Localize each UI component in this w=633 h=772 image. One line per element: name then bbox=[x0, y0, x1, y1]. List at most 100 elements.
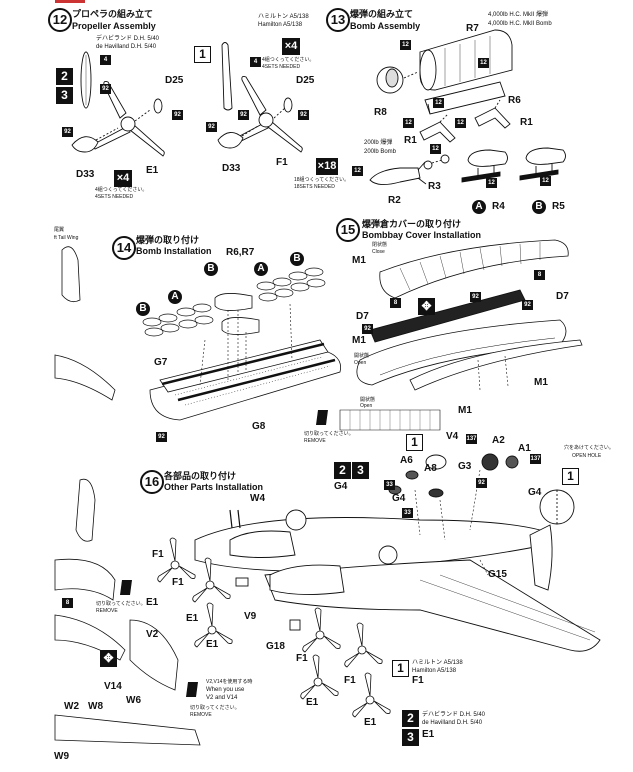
hamilton-caption-jp: ハミルトン A5/138 bbox=[258, 14, 309, 20]
v2v14-remove-en: REMOVE bbox=[190, 712, 212, 718]
cement-92-a: 92 bbox=[100, 84, 111, 94]
part-e1-d: E1 bbox=[306, 697, 319, 708]
hamilton-note-jp: ハミルトン A5/138 bbox=[412, 660, 463, 666]
bomb-bay-drawing bbox=[142, 267, 342, 421]
part-r1-a: R1 bbox=[404, 135, 417, 146]
bay-variant-b-1: B bbox=[204, 262, 218, 276]
cement-92-f: 92 bbox=[238, 110, 249, 120]
qty-18: ×18 bbox=[316, 158, 338, 175]
open-hole-en: OPEN HOLE bbox=[572, 453, 602, 459]
bomb-variant-a: A bbox=[472, 200, 486, 214]
part-m1-a: M1 bbox=[352, 255, 366, 266]
part-r4: R4 bbox=[492, 201, 505, 212]
tail-wing-en: ft Tail Wing bbox=[54, 235, 79, 241]
variant-1-marker: 1 bbox=[194, 46, 211, 63]
bay-cement-92: 92 bbox=[156, 432, 167, 442]
sets-18-en: 18SETS NEEDED bbox=[294, 184, 335, 190]
part-f1: F1 bbox=[276, 157, 288, 168]
cement-92-b: 92 bbox=[172, 110, 183, 120]
part-w2: W2 bbox=[64, 701, 79, 712]
sets-needed-jp: 4組つくってください。 bbox=[262, 57, 315, 63]
part-g3: G3 bbox=[458, 461, 472, 472]
part-a8: A8 bbox=[424, 463, 437, 474]
bomb-200-drawing bbox=[369, 147, 566, 185]
part-d33: D33 bbox=[76, 169, 95, 180]
dh-caption-jp: デハビランド D.H. 5/40 bbox=[96, 36, 160, 42]
part-a6: A6 bbox=[400, 455, 413, 466]
cement-92-e: 92 bbox=[298, 110, 309, 120]
cement-12-h: 12 bbox=[486, 178, 497, 188]
bay-variant-b-2: B bbox=[290, 252, 304, 266]
part-g15: G15 bbox=[488, 569, 507, 580]
cement-12-e: 12 bbox=[455, 118, 466, 128]
part-e1-e: E1 bbox=[364, 717, 377, 728]
step-12-title-jp: プロペラの組み立て bbox=[72, 9, 154, 19]
part-v2: V2 bbox=[146, 629, 159, 640]
step-13-number: 13 bbox=[326, 8, 350, 32]
step-12-number: 12 bbox=[48, 8, 72, 32]
part-v14: V14 bbox=[104, 681, 122, 692]
cement-137-b: 137 bbox=[530, 454, 541, 464]
step-15-number: 15 bbox=[336, 218, 360, 242]
step-15-title-en: Bombbay Cover Installation bbox=[362, 230, 482, 240]
part-f1-c: F1 bbox=[296, 653, 308, 664]
cut-icon-group bbox=[120, 410, 328, 697]
step-12-title-en: Propeller Assembly bbox=[72, 21, 156, 31]
part-e1: E1 bbox=[146, 165, 159, 176]
cement-12-f: 12 bbox=[352, 166, 363, 176]
cover-cement-92-a: 92 bbox=[470, 292, 481, 302]
part-r6-r7: R6,R7 bbox=[226, 247, 255, 258]
v2v14-note-jp: V2,V14を使用する時 bbox=[206, 679, 253, 685]
part-e1-b: E1 bbox=[186, 613, 199, 624]
step-14-title-jp: 爆弾の取り付け bbox=[136, 235, 200, 245]
dh-note-en: de Havilland D.H. 5/40 bbox=[422, 720, 483, 726]
left-arrows-marker: ✥ bbox=[100, 650, 117, 667]
cover-cement-92-b: 92 bbox=[522, 300, 533, 310]
cover-cement-8-a: 8 bbox=[534, 270, 545, 280]
bomb-4000-jp: 4,000lb H.C. MkII 爆弾 bbox=[488, 12, 549, 18]
closed-state-jp: 閉状態 bbox=[372, 242, 388, 248]
propeller-hamilton-drawing bbox=[217, 42, 303, 153]
step16-variant-3: 3 bbox=[352, 462, 369, 479]
open-state-small-en: Open bbox=[360, 403, 373, 409]
variant-2-marker: 2 bbox=[56, 68, 73, 85]
part-w4: W4 bbox=[250, 493, 265, 504]
qty-4-dh: ×4 bbox=[114, 170, 132, 187]
part-r8: R8 bbox=[374, 107, 387, 118]
part-g8: G8 bbox=[252, 421, 266, 432]
part-e1-a: E1 bbox=[146, 597, 159, 608]
remove-note-jp: 切り取ってください。 bbox=[304, 431, 354, 437]
hamilton-variant-1: 1 bbox=[392, 660, 409, 677]
bay-variant-b-3: B bbox=[136, 302, 150, 316]
dh-note-jp: デハビランド D.H. 5/40 bbox=[422, 712, 486, 718]
part-a1: A1 bbox=[518, 443, 531, 454]
open-hole-jp: 穴をあけてください。 bbox=[564, 445, 614, 451]
cement-marker-4: 4 bbox=[100, 55, 111, 65]
bomb-4000-drawing bbox=[376, 29, 513, 143]
part-w9: W9 bbox=[54, 751, 69, 762]
open-state-small-jp: 開状態 bbox=[360, 397, 376, 403]
part-d25: D25 bbox=[165, 75, 184, 86]
step-13-title-jp: 爆弾の組み立て bbox=[350, 9, 414, 19]
propeller-dh-drawing bbox=[71, 51, 165, 157]
cement-12-i: 12 bbox=[540, 176, 551, 186]
part-g7: G7 bbox=[154, 357, 168, 368]
dh-e1: E1 bbox=[422, 729, 435, 740]
left-remove-jp: 切り取ってください。 bbox=[96, 601, 146, 607]
bomb-200-en: 200lb Bomb bbox=[364, 149, 397, 155]
part-v4: V4 bbox=[446, 431, 459, 442]
step-13-title-en: Bomb Assembly bbox=[350, 21, 421, 31]
bomb-4000-en: 4,000lb H.C. MkII Bomb bbox=[488, 21, 552, 27]
sets-needed-en: 4SETS NEEDED bbox=[262, 64, 301, 70]
part-f1-b: F1 bbox=[172, 577, 184, 588]
part-d33-b: D33 bbox=[222, 163, 241, 174]
part-r3: R3 bbox=[428, 181, 441, 192]
part-d25-b: D25 bbox=[296, 75, 315, 86]
part-f1-a: F1 bbox=[152, 549, 164, 560]
v2v14-remove-jp: 切り取ってください。 bbox=[190, 705, 240, 711]
step16-variant-1: 1 bbox=[406, 434, 423, 451]
v2v14-note-en1: When you use bbox=[206, 687, 245, 693]
cover-cement-92-c: 92 bbox=[362, 324, 373, 334]
dh-variant-3: 3 bbox=[402, 729, 419, 746]
